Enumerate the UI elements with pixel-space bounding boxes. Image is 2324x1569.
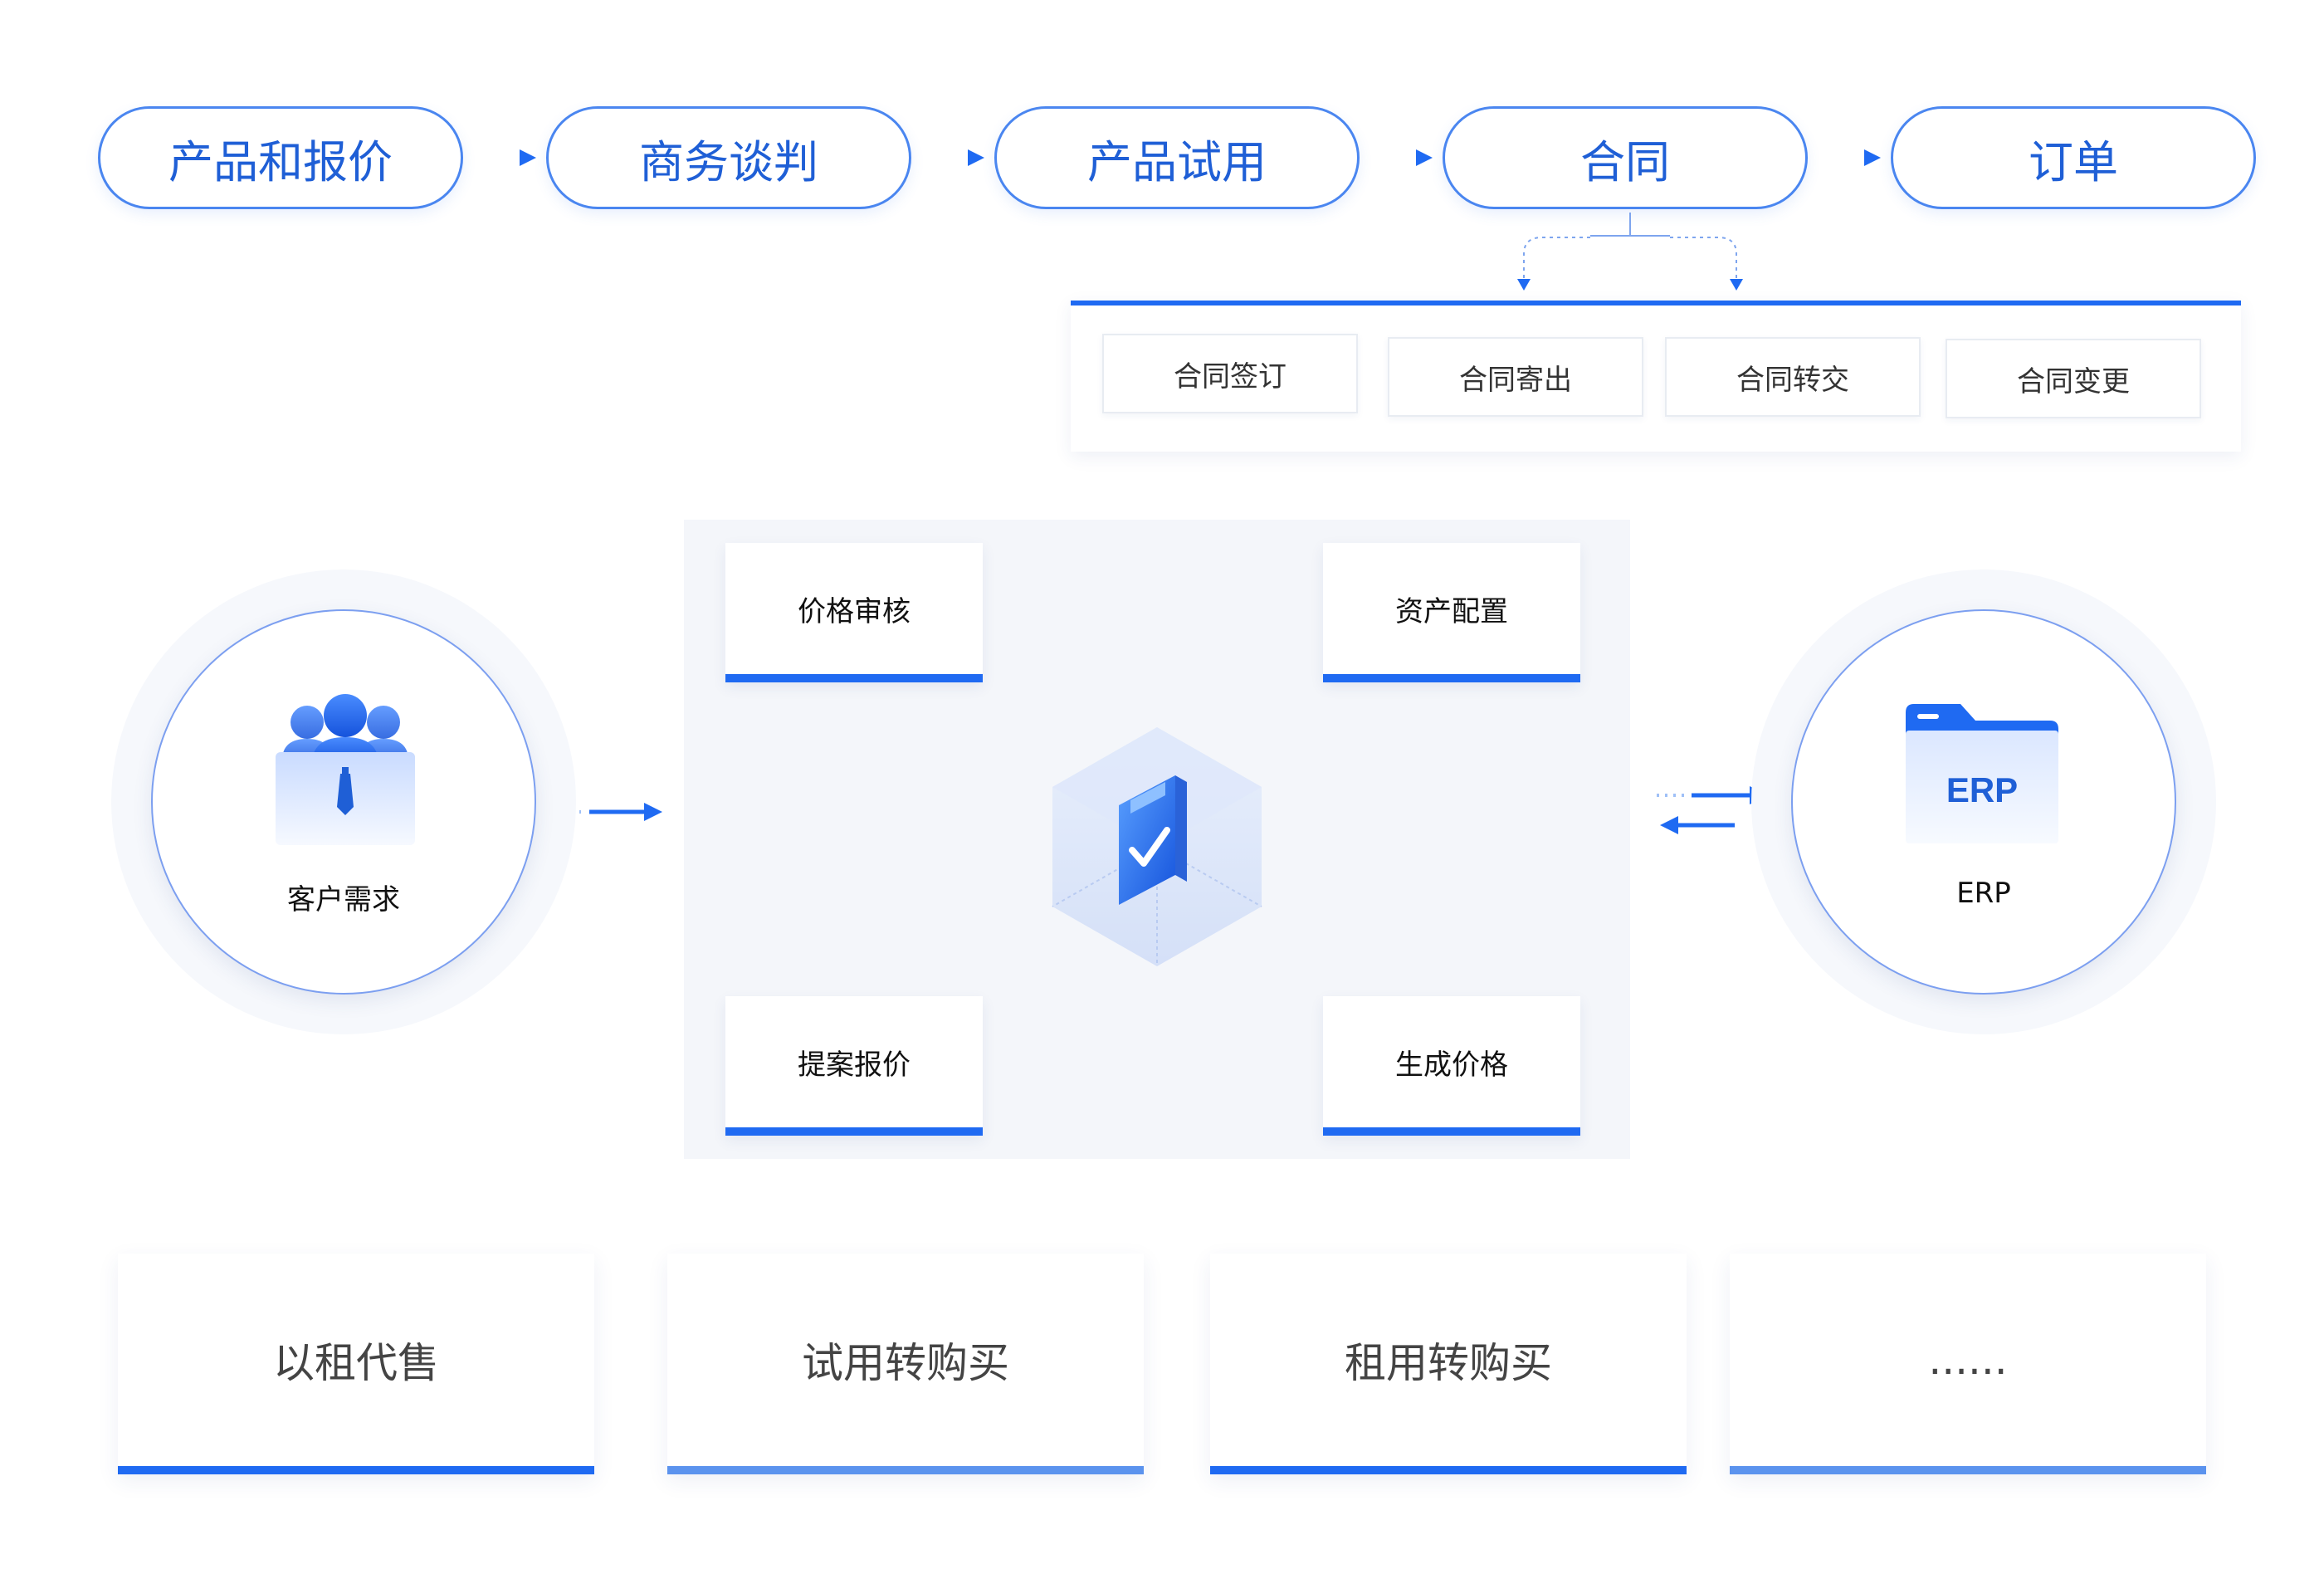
customer-group-icon (276, 694, 415, 845)
customer-node: 客户需求 (151, 609, 536, 995)
contract-branch-connector (1517, 213, 1743, 291)
erp-node-label: ERP (1956, 877, 2011, 910)
flow-step-contract: 合同 (1443, 106, 1808, 209)
contract-sub-panel: 合同签订 合同寄出 合同转交 合同变更 (1071, 301, 2241, 452)
cycle-step-proposal-quote: 提案报价 (725, 996, 983, 1136)
cycle-step-generate-price: 生成价格 (1323, 996, 1580, 1136)
flow-arrow-4 (1819, 149, 1881, 166)
flow-step-order: 订单 (1891, 106, 2256, 209)
flow-arrow-1 (475, 149, 536, 166)
folder-icon: ERP (1906, 704, 2058, 843)
contract-sub-change: 合同变更 (1946, 339, 2201, 418)
erp-node: ERP ERP (1791, 609, 2176, 995)
mode-card-rent-to-sell: 以租代售 (118, 1254, 594, 1474)
flow-arrow-2 (923, 149, 984, 166)
contract-cube-icon (1052, 727, 1262, 966)
flow-step-trial: 产品试用 (994, 106, 1360, 209)
folder-icon-label: ERP (1946, 770, 2018, 809)
mode-card-lease-to-buy: 租用转购买 (1210, 1254, 1687, 1474)
flow-arrow-3 (1371, 149, 1433, 166)
center-cycle-panel: 价格审核 资产配置 生成价格 提案报价 (684, 520, 1630, 1159)
cycle-step-price-review: 价格审核 (725, 543, 983, 682)
customer-node-label: 客户需求 (287, 883, 400, 916)
contract-sub-transfer: 合同转交 (1665, 337, 1921, 417)
mode-card-trial-to-buy: 试用转购买 (667, 1254, 1144, 1474)
contract-sub-sign: 合同签订 (1102, 334, 1358, 413)
contract-sub-send: 合同寄出 (1388, 337, 1643, 417)
flow-step-quote: 产品和报价 (98, 106, 463, 209)
customer-to-center-arrow (554, 803, 662, 821)
mode-card-more: ...... (1730, 1254, 2206, 1474)
flow-step-negotiation: 商务谈判 (546, 106, 911, 209)
cycle-step-asset-config: 资产配置 (1323, 543, 1580, 682)
